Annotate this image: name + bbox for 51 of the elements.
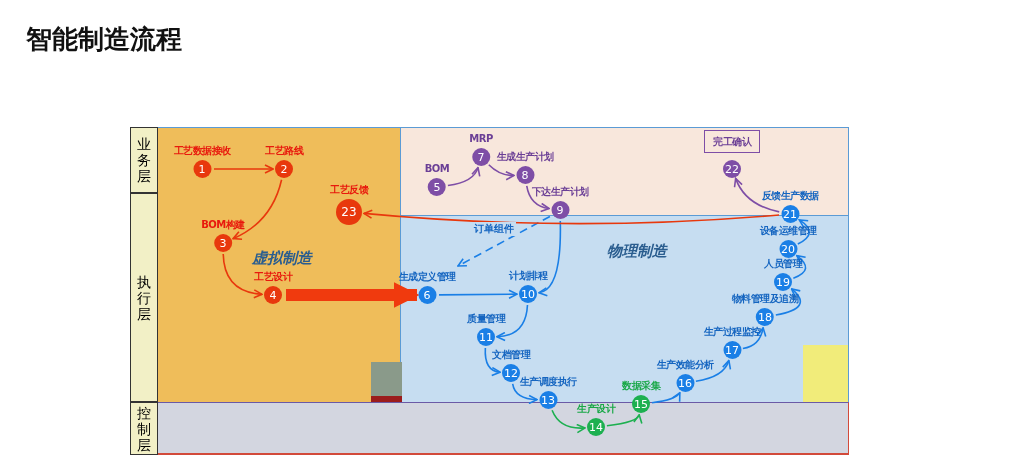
step-label: 人员管理 — [764, 257, 802, 270]
title: 智能制造流程 — [26, 23, 182, 56]
arrow — [232, 178, 283, 240]
arrow — [792, 254, 807, 280]
arrow — [734, 177, 780, 213]
step-label: 工艺设计 — [254, 270, 292, 283]
arrow — [775, 288, 801, 316]
step-label: BOM构建 — [201, 218, 245, 231]
arrow — [222, 253, 263, 299]
step-label: 生产过程监控 — [703, 325, 761, 338]
step-label: 生产调度执行 — [519, 375, 577, 388]
arrow — [457, 215, 551, 267]
arrow — [742, 327, 767, 350]
layer-label: 业务层 — [130, 127, 158, 193]
step-label: 数据采集 — [622, 379, 660, 392]
layer-label: 控制层 — [130, 402, 158, 455]
step-label: 物料管理及追溯 — [731, 292, 799, 305]
arrow — [438, 289, 518, 299]
step-label: 反馈生产数据 — [761, 189, 819, 202]
arrow — [651, 391, 681, 404]
arrow — [695, 359, 731, 383]
arrow — [538, 220, 562, 296]
block-arrow — [286, 282, 420, 308]
arrow — [363, 209, 780, 225]
step-label: 工艺反馈 — [330, 183, 368, 196]
arrow — [484, 347, 501, 376]
step-label: 计划排程 — [509, 269, 547, 282]
step-label: 生产效能分析 — [656, 358, 714, 371]
step-label: 质量管理 — [467, 312, 505, 325]
step-label: 生成生产计划 — [496, 150, 554, 163]
arrow — [511, 383, 538, 404]
arrow — [487, 164, 515, 181]
step-label: 工艺数据接收 — [173, 144, 231, 157]
arrow — [797, 219, 811, 245]
layer-label: 执行层 — [130, 193, 158, 402]
arrow — [525, 185, 550, 212]
region-title: 物理制造 — [607, 241, 667, 261]
step-label: 文档管理 — [492, 348, 530, 361]
arrow — [496, 304, 529, 341]
region-title: 虚拟制造 — [252, 248, 312, 268]
step-label: 工艺路线 — [265, 144, 303, 157]
step-label: 下达生产计划 — [531, 185, 589, 198]
arrow — [447, 166, 480, 187]
text-box: 完工确认 — [704, 130, 760, 153]
step-label: MRP — [469, 132, 493, 145]
arrow — [606, 414, 642, 427]
arrow — [213, 164, 274, 174]
arrow — [551, 409, 586, 434]
step-label: 生产设计 — [577, 402, 615, 415]
edge-label: 订单组件 — [471, 222, 516, 237]
step-label: BOM — [424, 162, 450, 175]
